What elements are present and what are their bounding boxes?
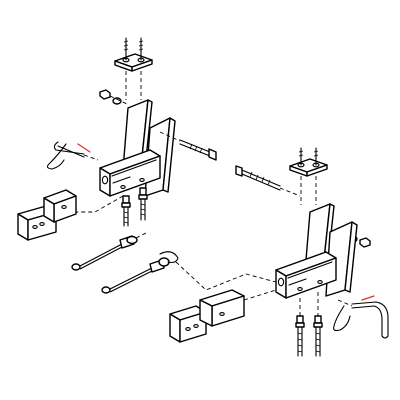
short-bolt-left-a bbox=[121, 195, 131, 227]
stud-top-left bbox=[123, 37, 144, 100]
long-bolt-right bbox=[235, 165, 301, 197]
stud-top-right bbox=[298, 147, 319, 205]
top-plate-left bbox=[114, 53, 153, 72]
long-bolt-left bbox=[159, 131, 217, 161]
receiver-mount-left bbox=[17, 189, 77, 241]
short-bolt-right-a bbox=[295, 298, 305, 357]
hitch-pin-right bbox=[333, 295, 389, 339]
left-bracket-assembly bbox=[99, 99, 176, 197]
cable-left bbox=[71, 231, 149, 271]
nut-left bbox=[99, 89, 128, 105]
short-bolt-right-b bbox=[313, 292, 323, 357]
hitch-pin-left bbox=[46, 141, 99, 170]
receiver-mount-right bbox=[169, 289, 277, 343]
top-plate-right bbox=[289, 158, 328, 177]
right-bracket-assembly bbox=[275, 203, 358, 299]
cable-right bbox=[101, 251, 277, 294]
short-bolt-left-b bbox=[138, 187, 148, 221]
